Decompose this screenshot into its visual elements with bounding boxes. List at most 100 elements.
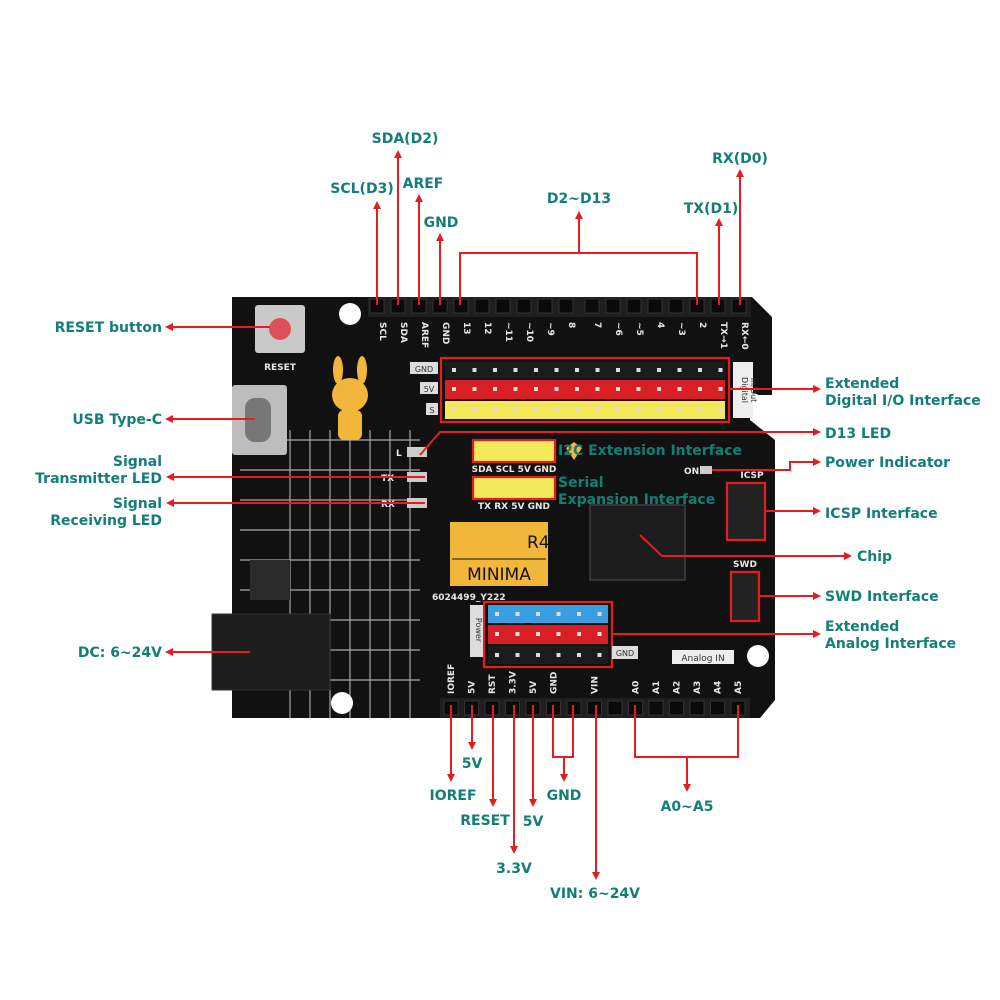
digital-pin[interactable] xyxy=(575,387,579,391)
analog-pin[interactable] xyxy=(495,653,499,657)
digital-pin[interactable] xyxy=(575,368,579,372)
analog-pin[interactable] xyxy=(577,632,581,636)
digital-pin[interactable] xyxy=(698,408,702,412)
analog-pin[interactable] xyxy=(536,612,540,616)
bottom-pin-socket[interactable] xyxy=(710,700,725,716)
bottom-pin-socket[interactable] xyxy=(587,700,602,716)
usb-c-opening xyxy=(245,398,271,442)
digital-pin[interactable] xyxy=(472,387,477,391)
analog-pin[interactable] xyxy=(536,632,540,636)
top-pin-socket[interactable] xyxy=(537,298,553,314)
analog-pin[interactable] xyxy=(556,653,561,657)
digital-pin[interactable] xyxy=(534,387,538,391)
i2c-header[interactable] xyxy=(474,441,554,461)
bottom-pin-socket[interactable] xyxy=(648,700,664,716)
analog-pin[interactable] xyxy=(515,612,520,616)
reset-button-cap[interactable] xyxy=(269,318,291,340)
bottom-pin-label: GND xyxy=(550,672,560,694)
analog-row-red xyxy=(488,625,608,644)
digital-pin[interactable] xyxy=(534,408,538,412)
analog-pin[interactable] xyxy=(495,612,499,616)
digital-pin[interactable] xyxy=(493,408,497,412)
digital-pin[interactable] xyxy=(616,408,620,412)
icsp-header[interactable] xyxy=(728,484,764,539)
top-pin-socket[interactable] xyxy=(584,298,600,314)
digital-pin[interactable] xyxy=(554,408,559,412)
mount-hole xyxy=(339,303,361,325)
digital-pin[interactable] xyxy=(513,387,518,391)
digital-pin[interactable] xyxy=(493,387,497,391)
analog-pin[interactable] xyxy=(577,612,581,616)
analog-pin[interactable] xyxy=(556,612,561,616)
digital-pin[interactable] xyxy=(452,387,456,391)
digital-pin[interactable] xyxy=(636,368,641,372)
digital-pin[interactable] xyxy=(513,368,518,372)
digital-pin[interactable] xyxy=(575,408,579,412)
top-pin-socket[interactable] xyxy=(495,298,511,314)
digital-pin[interactable] xyxy=(595,368,600,372)
bottom-pin-label: A0 xyxy=(632,681,642,694)
digital-pin[interactable] xyxy=(554,368,559,372)
digital-pin[interactable] xyxy=(657,408,661,412)
digital-pin[interactable] xyxy=(636,387,641,391)
bottom-pin-socket[interactable] xyxy=(505,700,520,716)
analog-pin[interactable] xyxy=(597,653,602,657)
digital-pin[interactable] xyxy=(677,368,682,372)
label-extended-analog-2: Analog Interface xyxy=(825,636,956,652)
row-label-5v: 5V xyxy=(424,385,435,394)
digital-pin[interactable] xyxy=(452,368,456,372)
digital-pin[interactable] xyxy=(472,408,477,412)
digital-pin[interactable] xyxy=(534,368,538,372)
top-pin-socket[interactable] xyxy=(668,298,684,314)
digital-pin[interactable] xyxy=(677,408,682,412)
digital-pin[interactable] xyxy=(616,368,620,372)
swd-header[interactable] xyxy=(732,573,758,620)
top-pin-label: 4 xyxy=(655,322,665,328)
digital-pin[interactable] xyxy=(718,387,723,391)
digital-pin[interactable] xyxy=(513,408,518,412)
digital-pin[interactable] xyxy=(636,408,641,412)
label-signal-rx-2: Receiving LED xyxy=(50,513,162,529)
digital-row-yellow xyxy=(445,401,725,419)
top-pin-socket[interactable] xyxy=(558,298,574,314)
digital-pin[interactable] xyxy=(698,368,702,372)
digital-pin[interactable] xyxy=(554,387,559,391)
bottom-pin-socket[interactable] xyxy=(689,700,705,716)
digital-pin[interactable] xyxy=(616,387,620,391)
digital-pin[interactable] xyxy=(657,387,661,391)
digital-pin[interactable] xyxy=(595,408,600,412)
analog-pin[interactable] xyxy=(577,653,581,657)
digital-pin[interactable] xyxy=(698,387,702,391)
digital-pin[interactable] xyxy=(595,387,600,391)
digital-pin[interactable] xyxy=(493,368,497,372)
analog-pin[interactable] xyxy=(515,632,520,636)
top-pin-socket[interactable] xyxy=(626,298,642,314)
top-pin-label: ~3 xyxy=(676,322,686,336)
analog-pin[interactable] xyxy=(515,653,520,657)
bottom-pin-socket[interactable] xyxy=(669,700,684,716)
top-pin-socket[interactable] xyxy=(516,298,532,314)
analog-pin[interactable] xyxy=(536,653,540,657)
analog-pin[interactable] xyxy=(597,632,602,636)
analog-in-silk: Analog IN xyxy=(681,654,724,664)
analog-pin[interactable] xyxy=(597,612,602,616)
digital-pin[interactable] xyxy=(718,408,723,412)
on-silk: ON xyxy=(684,467,699,477)
digital-pin[interactable] xyxy=(657,368,661,372)
digital-pin[interactable] xyxy=(718,368,723,372)
analog-pin[interactable] xyxy=(556,632,561,636)
top-pin-label: ~6 xyxy=(613,322,623,336)
top-pin-socket[interactable] xyxy=(605,298,621,314)
digital-pin[interactable] xyxy=(677,387,682,391)
top-pin-socket[interactable] xyxy=(474,298,490,314)
label-serial-1: Serial xyxy=(558,475,604,491)
label-gnd-top: GND xyxy=(424,215,459,231)
serial-header[interactable] xyxy=(474,478,554,498)
analog-pin[interactable] xyxy=(495,632,499,636)
bottom-pin-socket[interactable] xyxy=(607,700,623,716)
digital-pin[interactable] xyxy=(472,368,477,372)
label-chip: Chip xyxy=(857,549,892,565)
digital-pin[interactable] xyxy=(452,408,456,412)
top-pin-socket[interactable] xyxy=(647,298,663,314)
bottom-pin-label: 3.3V xyxy=(509,671,519,694)
